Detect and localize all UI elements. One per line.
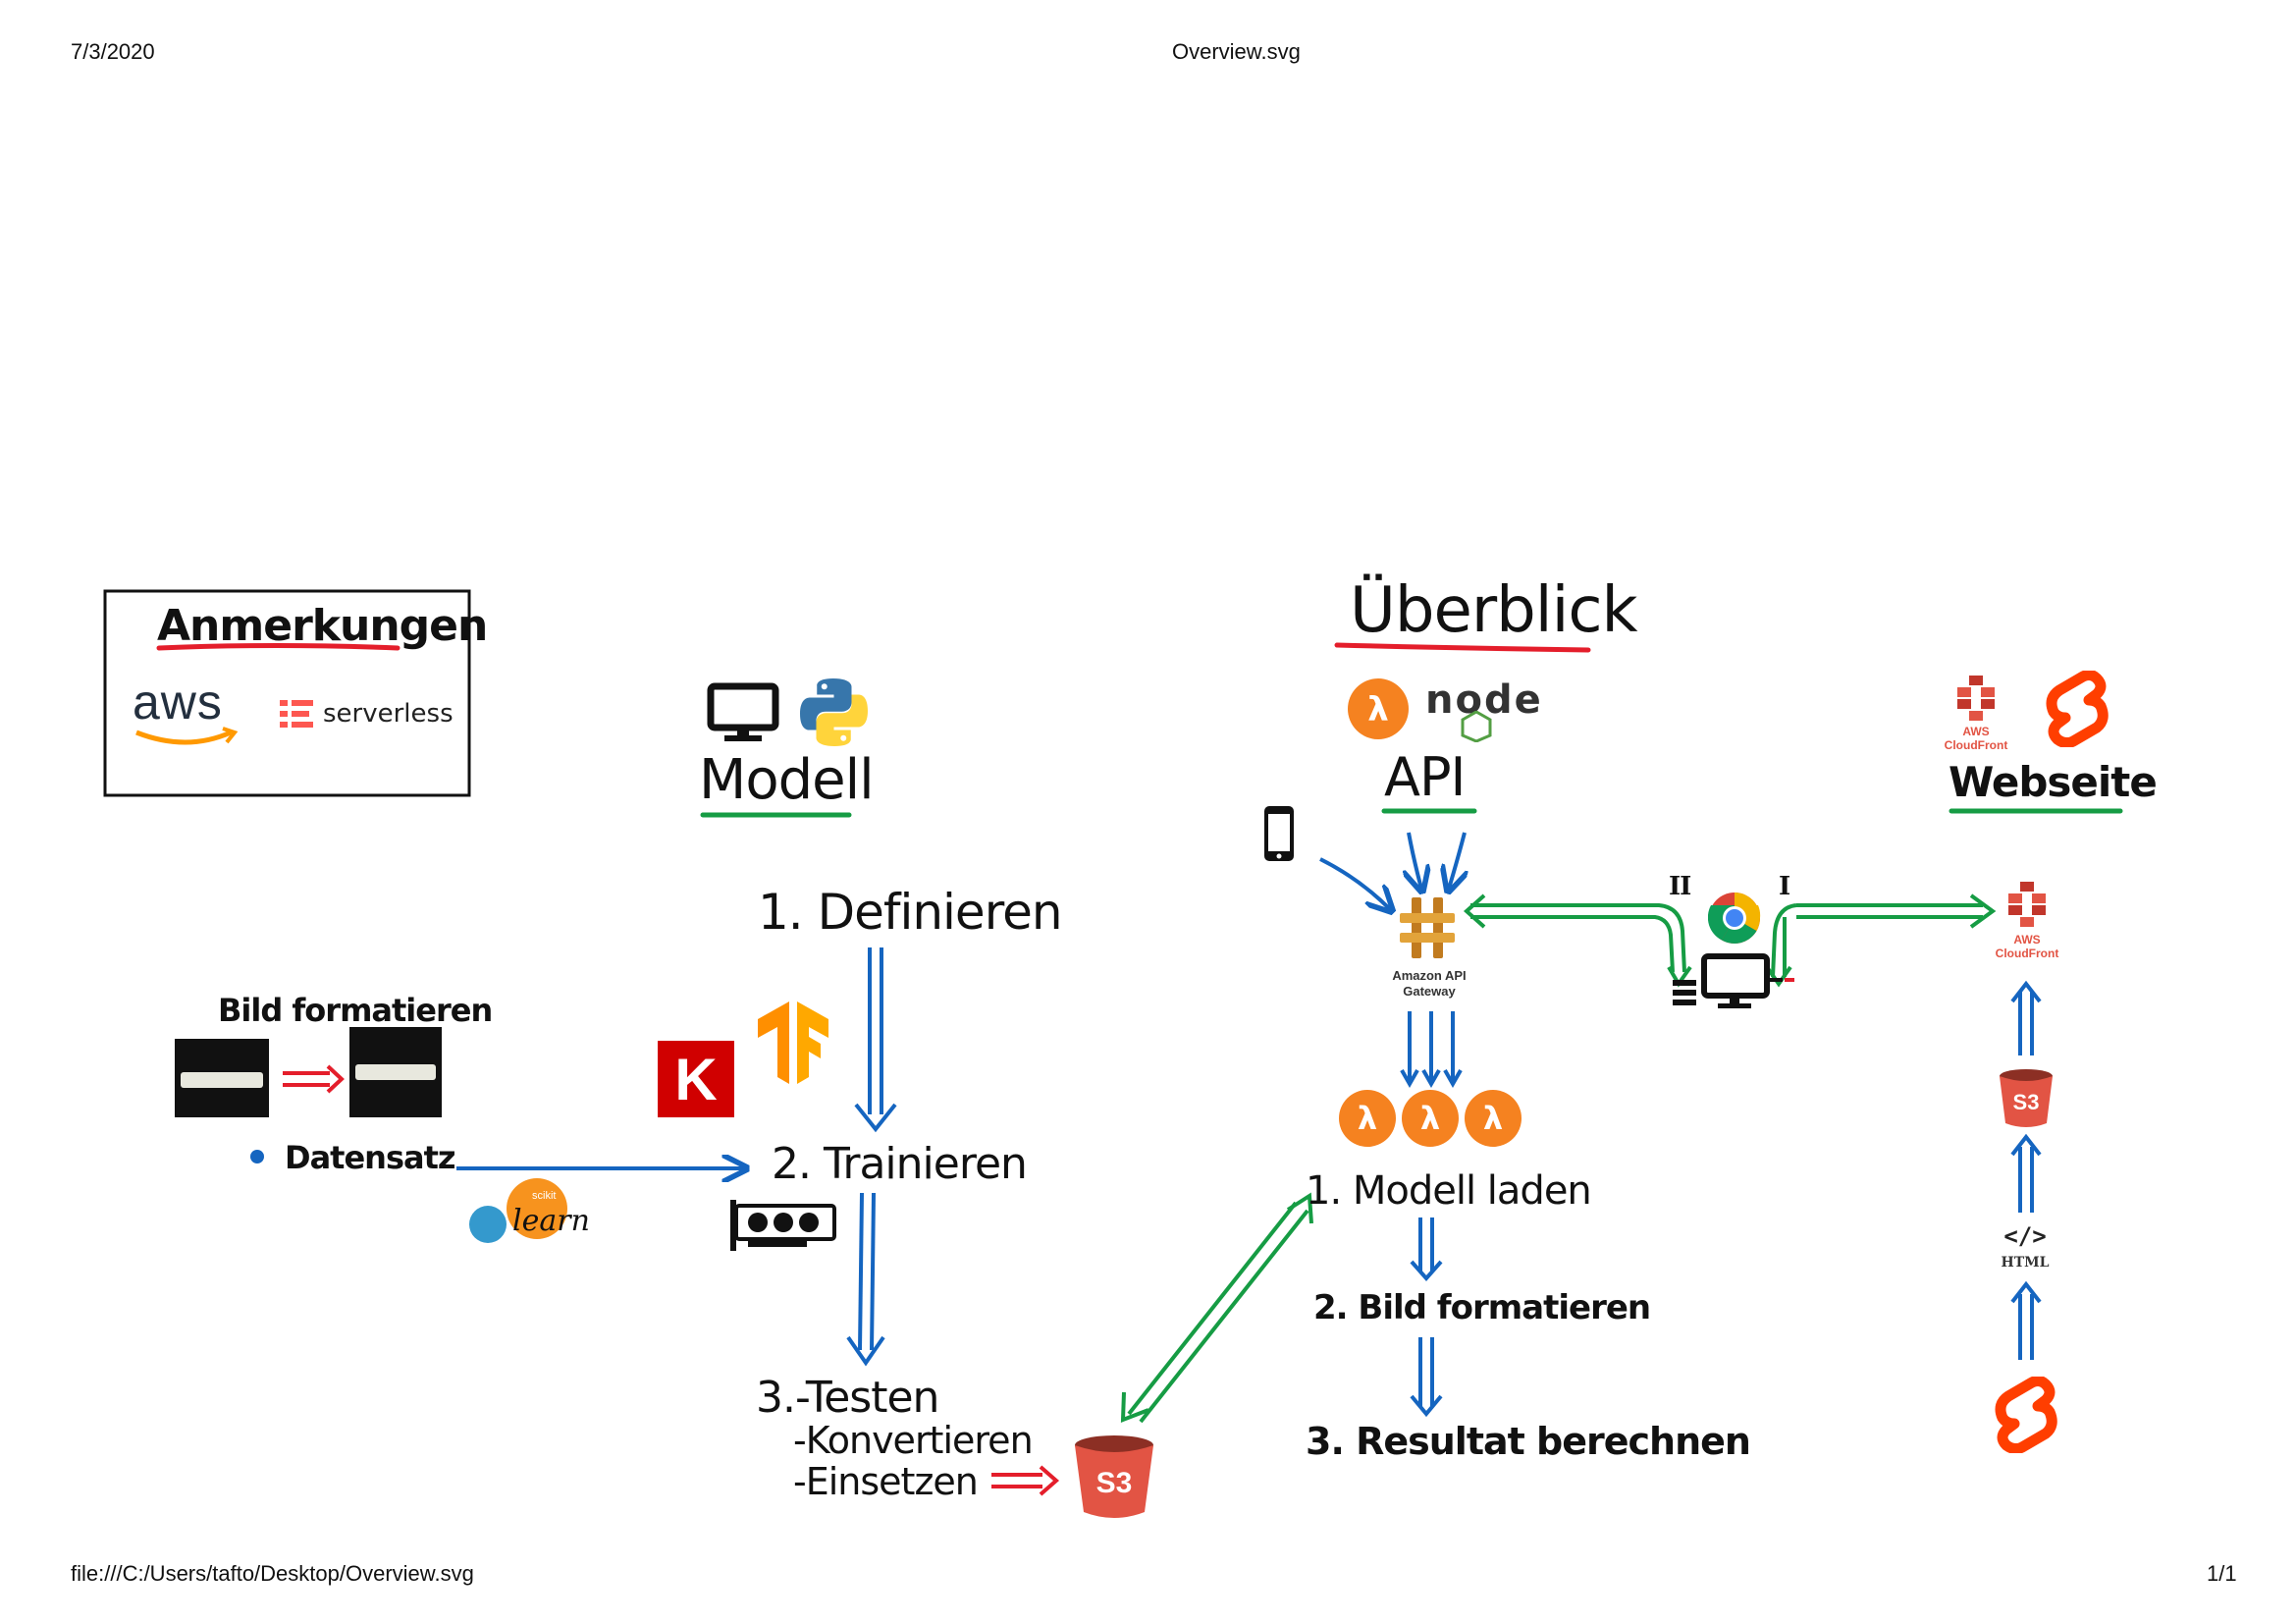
svg-text:λ: λ [1367, 690, 1389, 730]
format-image-title: Bild formatieren [218, 992, 493, 1029]
sklearn-blue-dot [469, 1206, 507, 1243]
api-step-format: 2. Bild formatieren [1313, 1288, 1651, 1327]
dataset-label: Datensatz [285, 1139, 455, 1176]
serverless-logo: serverless [280, 699, 454, 729]
api-title: API [1384, 746, 1466, 808]
sklearn-learn: learn [512, 1204, 590, 1238]
svg-text:λ: λ [1483, 1100, 1503, 1137]
lambda-icon-3: λ [1465, 1090, 1522, 1147]
model-step-convert: -Konvertieren [793, 1419, 1034, 1462]
svg-text:λ: λ [1358, 1100, 1377, 1137]
model-arrow-train-test [846, 1192, 885, 1367]
deploy-red-arrow [991, 1465, 1060, 1496]
chrome-icon [1708, 893, 1761, 944]
lambda-icon-api: λ [1348, 678, 1409, 739]
nodejs-hex-icon [1461, 711, 1492, 742]
browser-to-cloudfront-arrow [1765, 893, 1997, 988]
keras-letter: K [674, 1046, 718, 1112]
overview-underline [1334, 642, 1591, 653]
lambda-functions: λ λ λ [1339, 1090, 1522, 1147]
raw-image-strip [181, 1072, 263, 1088]
page-number: 1/1 [2207, 1561, 2237, 1586]
lambda-icon-1: λ [1339, 1090, 1396, 1147]
api-gateway-icon [1400, 897, 1455, 958]
keras-icon: K [658, 1041, 734, 1117]
html-to-s3-arrow [2010, 1133, 2042, 1213]
print-date: 7/3/2020 [71, 39, 155, 64]
sklearn-scikit: scikit [532, 1190, 557, 1202]
cloudfront-label-flow: AWS CloudFront [1995, 933, 2059, 960]
formatted-image-thumbnail [349, 1027, 442, 1117]
aws-smile-icon [135, 727, 239, 745]
serverless-label: serverless [323, 699, 454, 729]
model-step-deploy: -Einsetzen [793, 1460, 979, 1503]
sklearn-icon: scikit learn [467, 1178, 590, 1243]
monitor-icon [707, 682, 779, 741]
s3-bucket-model-label: S3 [1096, 1467, 1133, 1499]
format-red-arrow [283, 1064, 345, 1094]
webseite-title: Webseite [1949, 758, 2158, 806]
gpu-icon [730, 1200, 836, 1251]
svelte-to-html-arrow [2010, 1280, 2042, 1360]
gateway-to-lambda-arrows [1400, 1011, 1463, 1089]
s3-bucket-model-icon: S3 [1075, 1435, 1153, 1518]
smartphone-icon [1264, 806, 1294, 861]
svg-text:λ: λ [1420, 1100, 1440, 1137]
api-to-gateway-arrow-left [1409, 832, 1421, 889]
svelte-icon-top [2046, 671, 2109, 747]
phone-to-gateway-arrow [1319, 857, 1390, 909]
api-gateway-label: Amazon API Gateway [1392, 968, 1467, 999]
api-arrow-load-format [1410, 1217, 1443, 1282]
cloudfront-icon-top [1957, 676, 1995, 721]
s3-to-load-arrow [1120, 1192, 1313, 1424]
model-step-train: 2. Trainieren [772, 1139, 1028, 1189]
desktop-computer-icon [1673, 953, 1794, 1008]
sklearn-orange-dot [507, 1178, 567, 1239]
api-step-compute: 3. Resultat berechnen [1306, 1420, 1751, 1463]
nodejs-logo: node [1425, 677, 1541, 742]
serverless-icon [280, 700, 313, 728]
s3-bucket-website-label: S3 [2013, 1090, 2040, 1114]
notes-box-frame [103, 589, 471, 797]
model-arrow-define-train [854, 947, 897, 1133]
lambda-icon-2: λ [1402, 1090, 1459, 1147]
cloudfront-icon-flow [2008, 882, 2046, 927]
model-title: Modell [699, 748, 875, 812]
aws-logo-text: aws [133, 675, 223, 730]
dataset-bullet [250, 1150, 264, 1163]
html-code-icon: </> [2003, 1222, 2047, 1250]
api-arrow-format-compute [1410, 1337, 1443, 1418]
flow-label-two: II [1669, 872, 1691, 901]
flow-label-one: I [1779, 872, 1790, 901]
notes-title: Anmerkungen [157, 601, 488, 651]
print-path: file:///C:/Users/tafto/Desktop/Overview.… [71, 1561, 474, 1586]
model-step-test: 3.-Testen [756, 1373, 939, 1423]
aws-logo: aws [133, 677, 240, 755]
raw-image-thumbnail [175, 1039, 269, 1117]
api-step-load: 1. Modell laden [1306, 1168, 1592, 1214]
s3-to-cloudfront-arrow [2010, 980, 2042, 1055]
svelte-icon-source [1995, 1377, 2057, 1453]
model-step-define: 1. Definieren [758, 884, 1063, 941]
s3-bucket-website-icon: S3 [2000, 1069, 2053, 1127]
overview-title: Überblick [1350, 574, 1638, 647]
tensorflow-icon [758, 1001, 828, 1084]
api-to-gateway-arrow-right [1449, 832, 1465, 889]
cloudfront-label-top: AWS CloudFront [1944, 725, 2008, 752]
browser-to-gateway-arrow [1463, 893, 1692, 988]
formatted-image-strip [355, 1064, 436, 1080]
print-title: Overview.svg [1172, 39, 1301, 64]
python-icon [800, 678, 868, 746]
html-label: HTML [2001, 1255, 2050, 1271]
notes-title-underline [156, 643, 400, 651]
